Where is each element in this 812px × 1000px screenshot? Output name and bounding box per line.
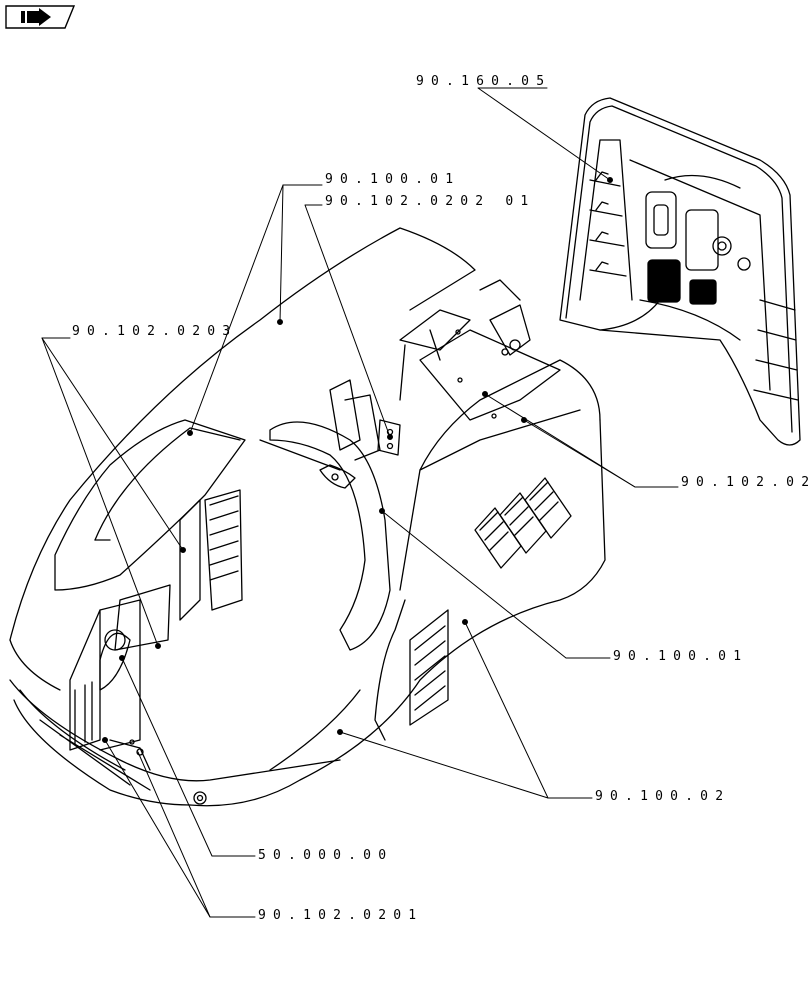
arrow-right-icon (5, 5, 76, 29)
side-vents-upper (474, 477, 572, 569)
lower-mount (109, 739, 151, 771)
callout-front-lower[interactable]: 90.102.0201 (258, 908, 424, 923)
callout-hood-panel[interactable]: 90.160.05 (416, 74, 552, 89)
callout-hood-mid[interactable]: 90.100.01 (613, 649, 749, 664)
callout-lower-assembly[interactable]: 50.000.00 (258, 848, 394, 863)
navigation-arrow-button[interactable] (5, 5, 76, 29)
hood-panel-detached (559, 97, 801, 446)
callout-frame-right[interactable]: 90.102.02 (681, 475, 812, 490)
side-vents-lower (409, 609, 449, 726)
hood-main-shell (9, 227, 606, 807)
callout-hinge-bracket[interactable]: 90.102.0202 01 (325, 194, 536, 209)
callout-hood-upper[interactable]: 90.100.01 (325, 172, 461, 187)
hinge-bracket (319, 279, 561, 489)
callout-side-panel[interactable]: 90.100.02 (595, 789, 731, 804)
callout-grille-left[interactable]: 90.102.0203 (72, 324, 238, 339)
inner-frame (69, 279, 601, 771)
radiator-frame (69, 489, 243, 751)
leader-lines (41, 87, 679, 918)
